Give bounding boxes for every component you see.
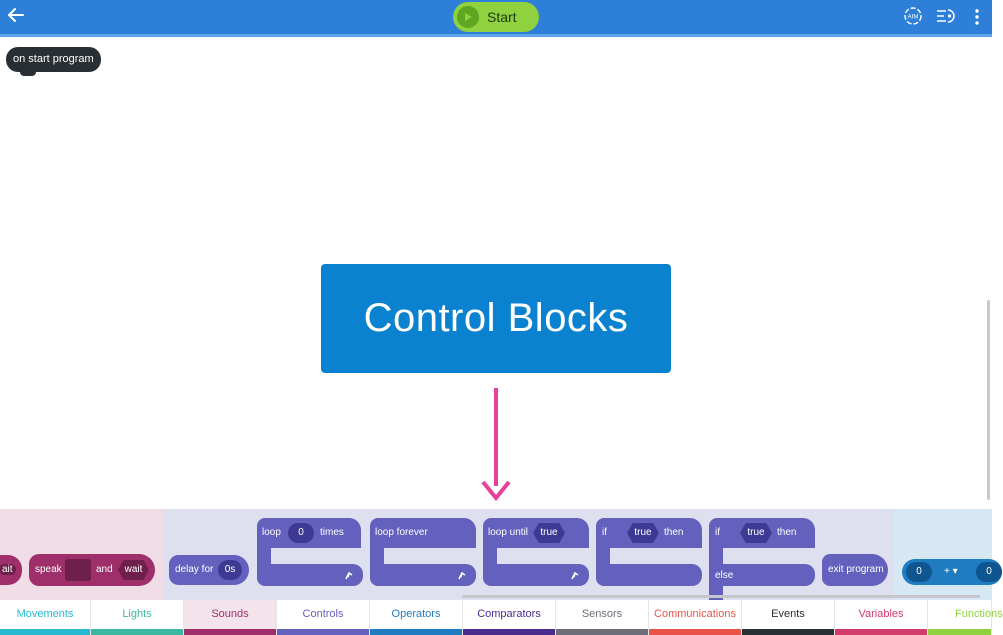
times-label: times (320, 527, 344, 538)
start-label: Start (487, 9, 517, 25)
tab-communications-label: Communications (654, 608, 736, 620)
tab-controls[interactable]: Controls (277, 600, 370, 635)
operator-left-pill[interactable]: 0 (906, 562, 932, 582)
loop-until-return-icon (571, 571, 579, 580)
down-arrow-icon (481, 388, 511, 502)
and-label: and (96, 564, 113, 575)
on-start-program-block[interactable]: on start program (6, 47, 101, 76)
if-else-if-label: if (715, 527, 720, 538)
tab-controls-label: Controls (302, 608, 344, 620)
tab-movements-bar (0, 629, 90, 635)
tab-controls-bar (277, 629, 369, 635)
speak-and-wait-block[interactable]: speak and wait (29, 554, 155, 586)
if-then-spine (596, 548, 610, 564)
tab-events-label: Events (771, 608, 805, 620)
tab-communications[interactable]: Communications (649, 600, 742, 635)
if-else-spine-top (709, 548, 723, 564)
category-tabs: Movements Lights Sounds Controls Operato… (0, 600, 1003, 635)
tab-events[interactable]: Events (742, 600, 835, 635)
loop-label: loop (262, 527, 281, 538)
tab-operators-label: Operators (391, 608, 441, 620)
tab-sensors-label: Sensors (581, 608, 623, 620)
exit-program-block[interactable]: exit program (822, 554, 888, 586)
loop-until-block[interactable]: loop until true (483, 518, 589, 548)
tab-sounds[interactable]: Sounds (184, 600, 277, 635)
delay-for-block[interactable]: delay for 0s (169, 555, 249, 585)
sound-wait-block-partial[interactable]: ait (0, 555, 22, 585)
loop-until-spine (483, 548, 497, 564)
if-then-footer (596, 564, 702, 586)
palette-scrollbar[interactable] (462, 595, 980, 598)
if-else-block[interactable]: if true then (709, 518, 815, 548)
play-icon (457, 6, 479, 28)
tab-variables-bar (835, 629, 927, 635)
tab-functions-bar (928, 629, 991, 635)
wait-option-hex[interactable]: wait (118, 560, 149, 580)
canvas-scrollbar[interactable] (987, 300, 990, 500)
aim-connection-icon[interactable]: AIM (903, 6, 923, 26)
add-operator-block[interactable]: 0 + ▾ 0 (902, 559, 1002, 585)
block-palette[interactable]: ait speak and wait delay for 0s loop 0 t… (0, 509, 1002, 600)
loop-until-condition-hex[interactable]: true (533, 523, 565, 543)
if-else-then-label: then (777, 527, 797, 538)
operator-right-pill[interactable]: 0 (976, 562, 1002, 582)
if-else-else-row: else (709, 564, 815, 586)
delay-for-label: delay for (175, 564, 214, 575)
loop-forever-spine (370, 548, 384, 564)
tab-operators[interactable]: Operators (370, 600, 463, 635)
delay-value-pill[interactable]: 0s (218, 560, 242, 580)
tab-communications-bar (649, 629, 741, 635)
top-bar: Start AIM (0, 0, 992, 34)
tab-variables-label: Variables (858, 608, 904, 620)
tab-sounds-label: Sounds (211, 608, 249, 620)
tab-sensors-bar (556, 629, 648, 635)
tab-comparators-bar (463, 629, 555, 635)
tab-comparators-label: Comparators (477, 608, 541, 620)
if-condition-hex[interactable]: true (627, 523, 659, 543)
if-else-condition-hex[interactable]: true (740, 523, 772, 543)
palette-section-operators (894, 509, 992, 600)
tab-variables[interactable]: Variables (835, 600, 928, 635)
loop-until-footer (483, 564, 589, 586)
if-then-block[interactable]: if true then (596, 518, 702, 548)
loop-forever-return-icon (458, 571, 466, 580)
loop-until-label: loop until (488, 527, 529, 538)
tab-lights[interactable]: Lights (91, 600, 184, 635)
control-blocks-callout: Control Blocks (321, 264, 671, 373)
else-label: else (715, 570, 734, 581)
tab-movements[interactable]: Movements (0, 600, 91, 635)
then-label: then (664, 527, 684, 538)
tab-functions-label: Functions (955, 608, 1003, 620)
sound-wait-partial-label: ait (0, 564, 16, 575)
tab-sounds-bar (184, 629, 276, 635)
tab-lights-label: Lights (122, 608, 152, 620)
loop-times-footer (257, 564, 363, 586)
tab-events-bar (742, 629, 834, 635)
loop-forever-block[interactable]: loop forever (370, 518, 476, 548)
start-button[interactable]: Start (453, 2, 539, 32)
tab-sensors[interactable]: Sensors (556, 600, 649, 635)
more-menu-icon[interactable] (972, 8, 982, 26)
loop-forever-label: loop forever (375, 527, 428, 538)
aim-icon-text: AIM (908, 15, 919, 21)
back-arrow-icon[interactable] (4, 4, 26, 26)
loop-return-icon (345, 571, 353, 580)
tab-movements-label: Movements (16, 608, 74, 620)
speak-text-slot[interactable] (65, 559, 91, 581)
top-bar-divider (0, 34, 992, 37)
if-label: if (602, 527, 607, 538)
tab-functions[interactable]: Functions (928, 600, 1003, 635)
tab-lights-bar (91, 629, 183, 635)
sequence-list-icon[interactable] (935, 6, 955, 26)
loop-forever-footer (370, 564, 476, 586)
exit-program-label: exit program (828, 564, 884, 575)
operator-select[interactable]: + ▾ (944, 566, 958, 577)
tab-operators-bar (370, 629, 462, 635)
loop-times-spine (257, 548, 271, 564)
tab-comparators[interactable]: Comparators (463, 600, 556, 635)
loop-count-pill[interactable]: 0 (288, 523, 314, 543)
loop-times-block[interactable]: loop 0 times (257, 518, 361, 548)
speak-label: speak (35, 564, 62, 575)
